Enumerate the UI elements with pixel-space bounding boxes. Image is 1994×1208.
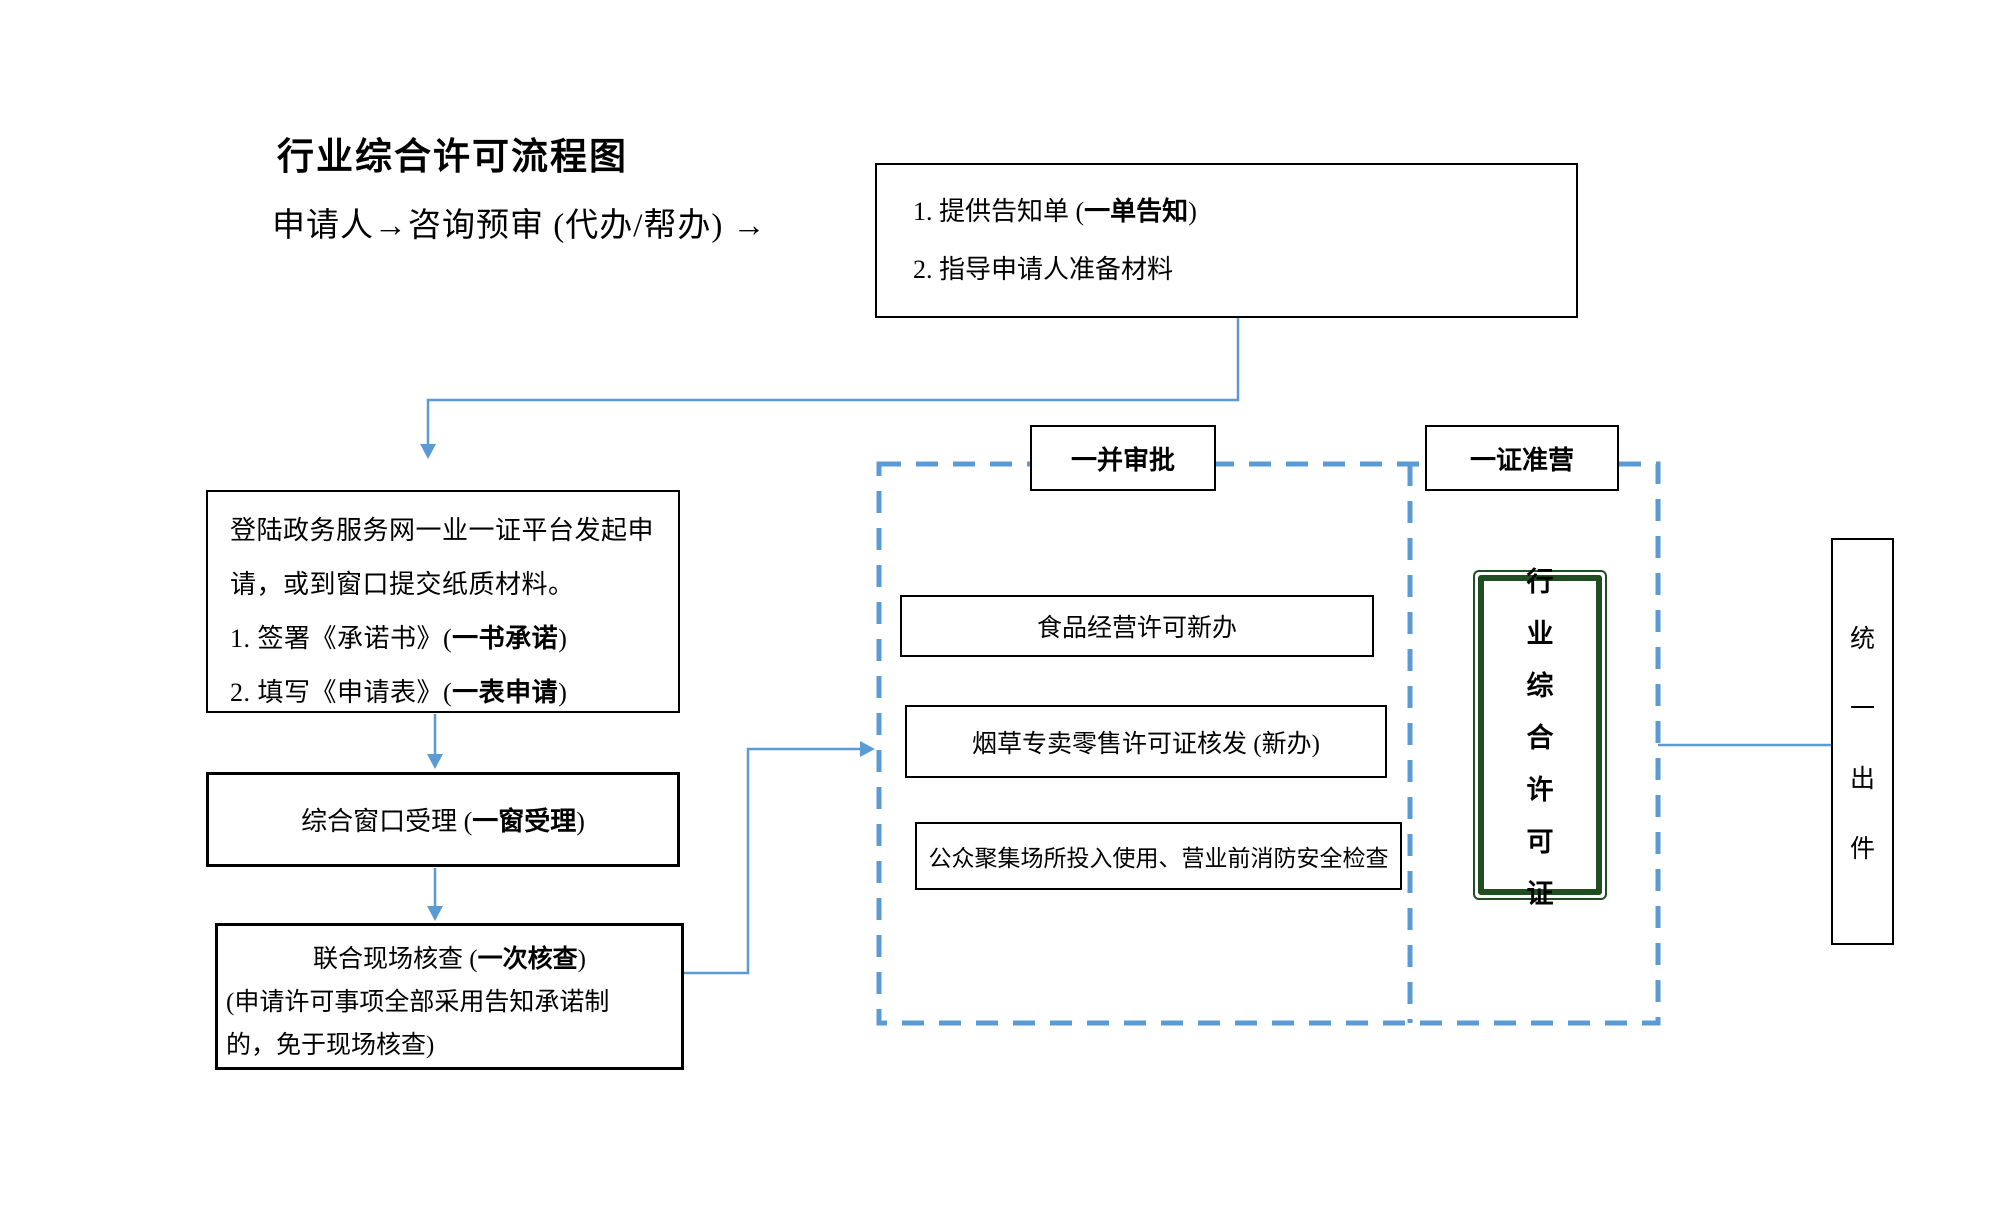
license-char: 业 — [1526, 618, 1554, 649]
one-license-label: 一证准营 — [1425, 425, 1619, 491]
page-title: 行业综合许可流程图 — [277, 136, 628, 177]
arrowhead-into-apply-box — [420, 444, 436, 459]
output-char: 统 — [1849, 625, 1875, 653]
apply-box: 登陆政务服务网一业一证平台发起申 请，或到窗口提交纸质材料。 1. 签署《承诺书… — [206, 490, 680, 713]
license-char: 许 — [1526, 774, 1554, 805]
inspect-box: 联合现场核查 (一次核查) (申请许可事项全部采用告知承诺制 的，免于现场核查) — [215, 923, 684, 1070]
connector-inspect-to-region — [684, 747, 860, 975]
industry-license-certificate-box: 行 业 综 合 许 可 证 — [1473, 567, 1607, 909]
unified-output-box: 统 一 出 件 — [1831, 538, 1894, 945]
accept-box: 综合窗口受理 (一窗受理) — [206, 772, 680, 867]
output-char: 件 — [1849, 835, 1875, 863]
apply-line-4: 2. 填写《申请表》(一表申请) — [230, 678, 568, 707]
permit-box-tobacco: 烟草专卖零售许可证核发 (新办) — [905, 705, 1387, 778]
notice-box: 1. 提供告知单 (一单告知) 2. 指导申请人准备材料 — [875, 163, 1578, 318]
accept-line: 综合窗口受理 (一窗受理) — [301, 807, 585, 836]
output-char: 出 — [1849, 765, 1875, 793]
permit-box-food: 食品经营许可新办 — [900, 595, 1374, 657]
inspect-line-3: 的，免于现场核查) — [226, 1032, 435, 1059]
permit-box-fire-safety: 公众聚集场所投入使用、营业前消防安全检查 — [915, 822, 1402, 890]
apply-line-2: 请，或到窗口提交纸质材料。 — [230, 570, 575, 599]
apply-line-3: 1. 签署《承诺书》(一书承诺) — [230, 624, 568, 653]
license-char: 综 — [1526, 670, 1554, 701]
license-char: 行 — [1526, 566, 1554, 597]
license-char: 证 — [1526, 878, 1554, 909]
arrowhead-into-accept-box — [427, 754, 443, 769]
connector-notice-to-apply — [426, 318, 1240, 444]
apply-line-1: 登陆政务服务网一业一证平台发起申 — [230, 516, 655, 545]
dashed-region-border — [876, 461, 1661, 1026]
applicant-flow-line: 申请人→咨询预审 (代办/帮办) → — [272, 208, 767, 244]
arrowhead-into-region — [860, 741, 875, 757]
notice-line-2: 2. 指导申请人准备材料 — [913, 255, 1174, 284]
arrowhead-into-inspect-box — [427, 906, 443, 921]
industry-license-certificate-text: 行 业 综 合 许 可 证 — [1478, 567, 1602, 909]
output-char: 一 — [1849, 695, 1875, 723]
inspect-line-2: (申请许可事项全部采用告知承诺制 — [226, 989, 610, 1016]
joint-approval-label: 一并审批 — [1030, 425, 1216, 491]
license-char: 合 — [1526, 722, 1554, 753]
notice-line-1: 1. 提供告知单 (一单告知) — [913, 197, 1197, 226]
license-char: 可 — [1526, 826, 1554, 857]
inspect-line-1: 联合现场核查 (一次核查) — [313, 946, 586, 973]
